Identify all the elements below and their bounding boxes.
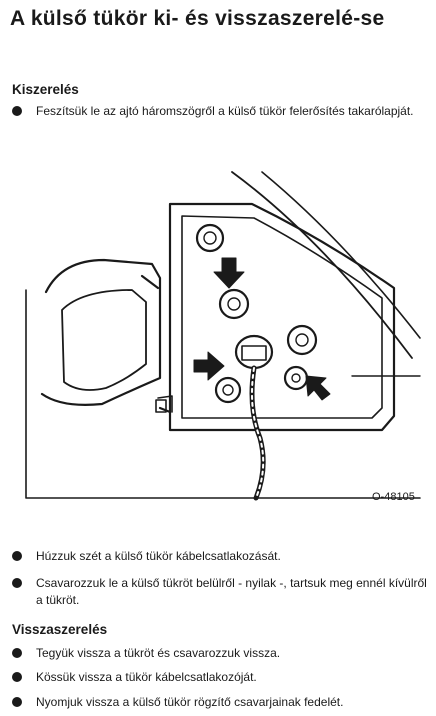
step-text: Nyomjuk vissza a külső tükör rögzítő csa…	[36, 695, 344, 709]
removal-step-2: Húzzuk szét a külső tükör kábelcsatlakoz…	[12, 548, 427, 565]
door-mirror-diagram-icon	[25, 171, 421, 501]
bullet-icon	[12, 551, 22, 561]
step-text: Tegyük vissza a tükröt és csavarozzuk vi…	[36, 646, 281, 660]
step-text: Feszítsük le az ajtó háromszögről a küls…	[36, 104, 414, 118]
figure-code: O-48105	[372, 491, 415, 503]
step-text: Csavarozzuk le a külső tükröt belülről -…	[36, 576, 427, 607]
install-step-3: Nyomjuk vissza a külső tükör rögzítő csa…	[12, 694, 427, 711]
bullet-icon	[12, 697, 22, 707]
removal-heading: Kiszerelés	[12, 82, 79, 97]
install-heading: Visszaszerelés	[12, 622, 108, 637]
bullet-icon	[12, 578, 22, 588]
step-text: Húzzuk szét a külső tükör kábelcsatlakoz…	[36, 549, 281, 563]
bullet-icon	[12, 672, 22, 682]
removal-step-1: Feszítsük le az ajtó háromszögről a küls…	[12, 103, 427, 120]
step-text: Kössük vissza a tükör kábelcsatlakozóját…	[36, 670, 257, 684]
bullet-icon	[12, 106, 22, 116]
page-title: A külső tükör ki- és visszaszerelé-se	[10, 7, 385, 30]
install-step-2: Kössük vissza a tükör kábelcsatlakozóját…	[12, 669, 427, 686]
mirror-figure	[22, 168, 422, 516]
install-step-1: Tegyük vissza a tükröt és csavarozzuk vi…	[12, 645, 427, 662]
bullet-icon	[12, 648, 22, 658]
removal-step-3: Csavarozzuk le a külső tükröt belülről -…	[12, 575, 427, 609]
